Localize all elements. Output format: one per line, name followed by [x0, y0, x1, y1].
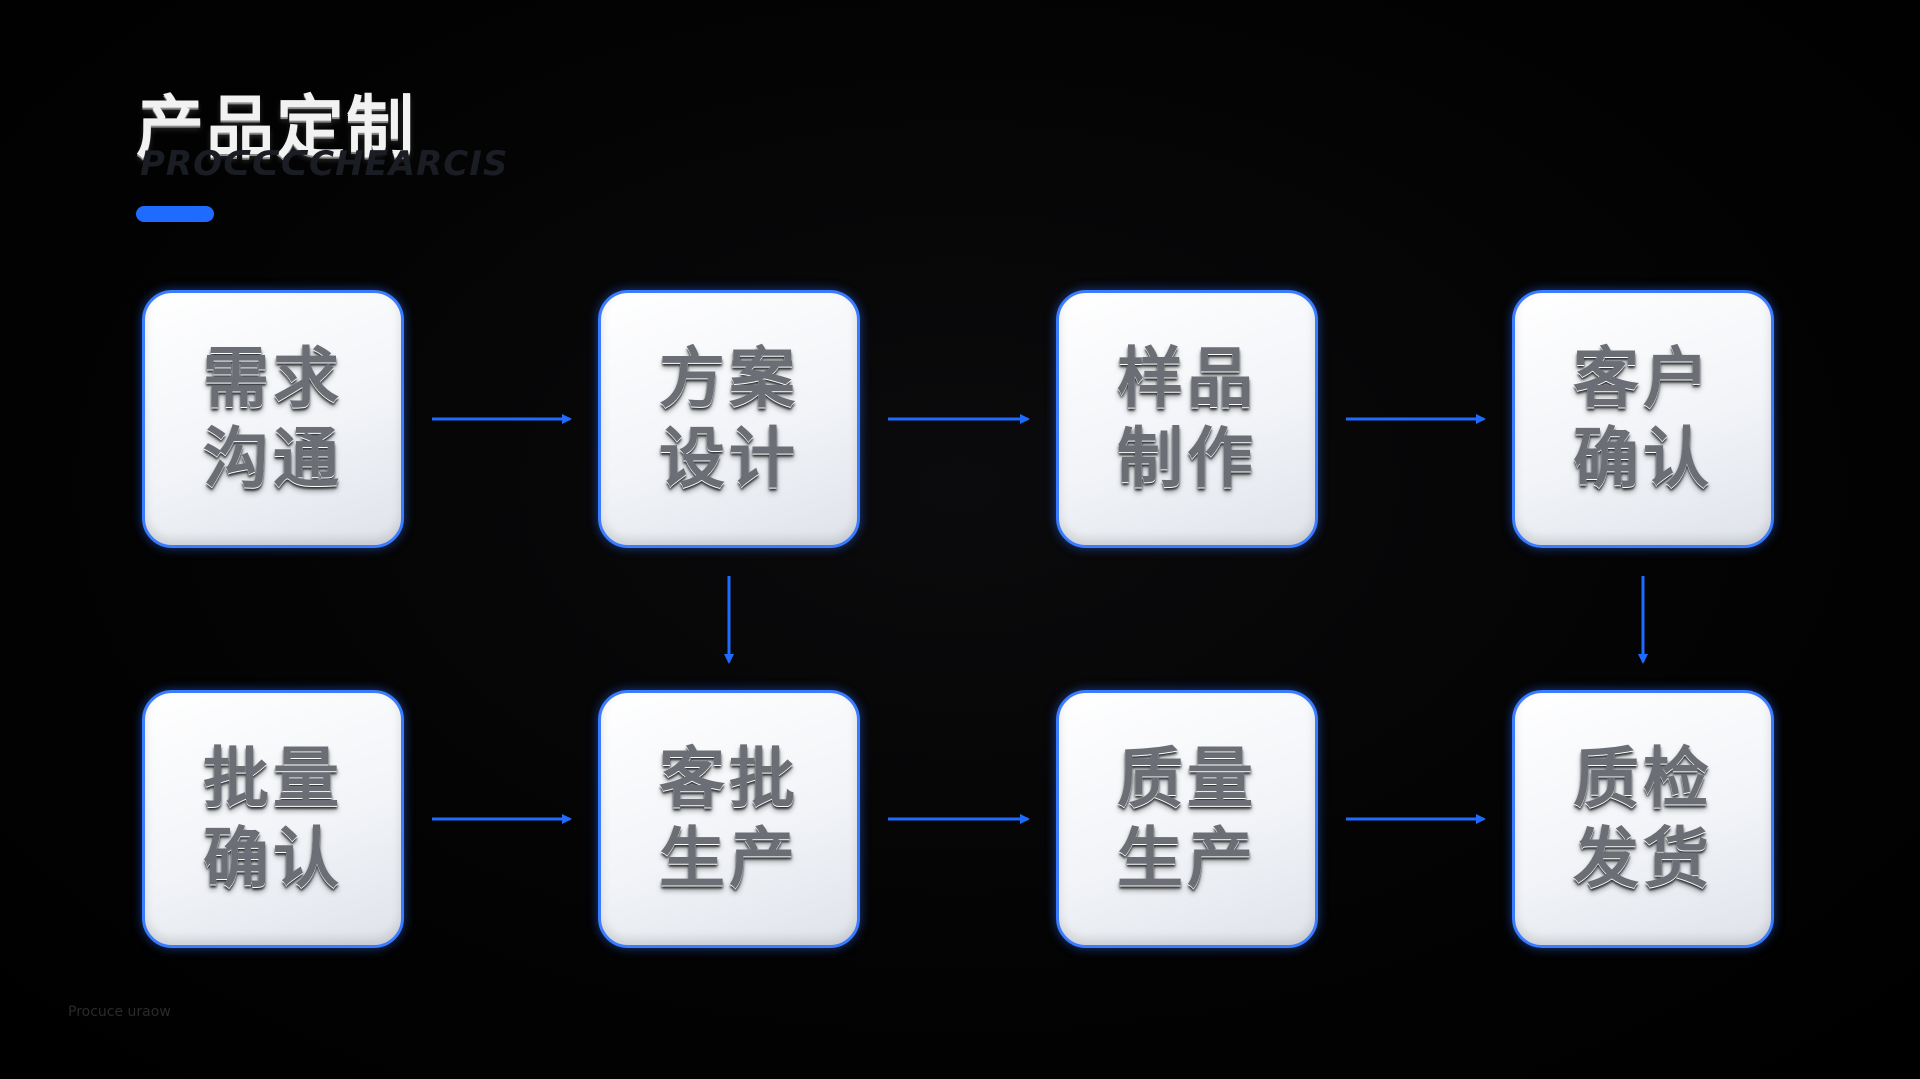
- flow-step-label: 需求: [203, 340, 343, 417]
- flow-step-label: 确认: [1573, 420, 1713, 497]
- flow-step-label: 客户: [1573, 340, 1713, 417]
- footer-caption: Procucе uraow: [68, 1004, 171, 1020]
- flow-step-box: 批量确认: [142, 690, 404, 948]
- flow-step-label: 方案: [659, 340, 799, 417]
- flow-step-label: 生产: [1117, 820, 1257, 897]
- flow-step-box: 方案设计: [598, 290, 860, 548]
- flow-step-box: 样品制作: [1056, 290, 1318, 548]
- flow-step-box: 客批生产: [598, 690, 860, 948]
- flow-step-box: 客户确认: [1512, 290, 1774, 548]
- flow-step-box: 质量生产: [1056, 690, 1318, 948]
- flow-step-label: 批量: [203, 740, 343, 817]
- flow-step-label: 生产: [659, 820, 799, 897]
- flow-step-label: 设计: [659, 420, 799, 497]
- page-title: 产品定制: [136, 89, 417, 168]
- flow-step-box: 质检发货: [1512, 690, 1774, 948]
- flow-step-label: 沟通: [203, 420, 343, 497]
- title-accent-bar: [136, 206, 214, 222]
- flow-step-label: 确认: [203, 820, 343, 897]
- flow-step-label: 发货: [1573, 820, 1713, 897]
- flow-step-label: 制作: [1117, 420, 1257, 497]
- flow-step-label: 质检: [1573, 740, 1713, 817]
- flow-step-label: 质量: [1117, 740, 1257, 817]
- flow-step-label: 客批: [659, 740, 799, 817]
- page-subtitle: PROᑕᑕᑕCHEARCIS: [140, 144, 509, 184]
- flow-step-box: 需求沟通: [142, 290, 404, 548]
- flow-step-label: 样品: [1117, 340, 1257, 417]
